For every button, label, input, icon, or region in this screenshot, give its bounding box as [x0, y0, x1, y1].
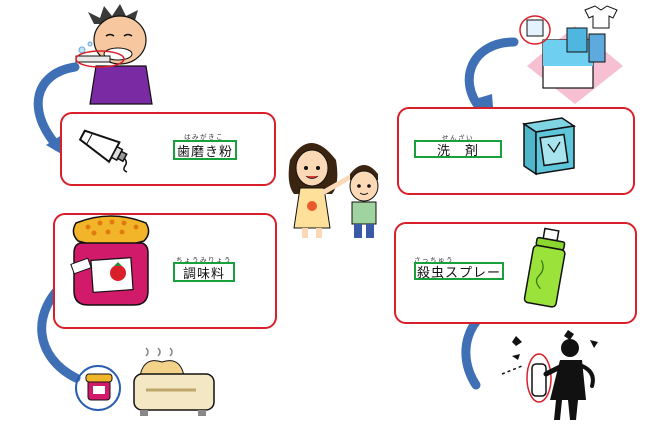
boy-brushing-teeth-icon [68, 4, 168, 106]
laundry-icon [515, 4, 635, 104]
person-spraying-icon [498, 326, 608, 424]
label-toothpaste: 歯磨き粉 [173, 140, 237, 160]
label-detergent: 洗 剤 [414, 140, 502, 158]
jam-jar-icon [66, 213, 156, 309]
kids-pointing-icon [280, 130, 395, 242]
toothpaste-tube-icon [74, 128, 134, 172]
spray-can-icon [522, 226, 578, 312]
toast-icon [74, 340, 224, 420]
detergent-box-icon [518, 114, 578, 178]
label-seasoning: 調味料 [173, 262, 235, 282]
label-insecticide: 殺虫スプレー [414, 262, 504, 280]
